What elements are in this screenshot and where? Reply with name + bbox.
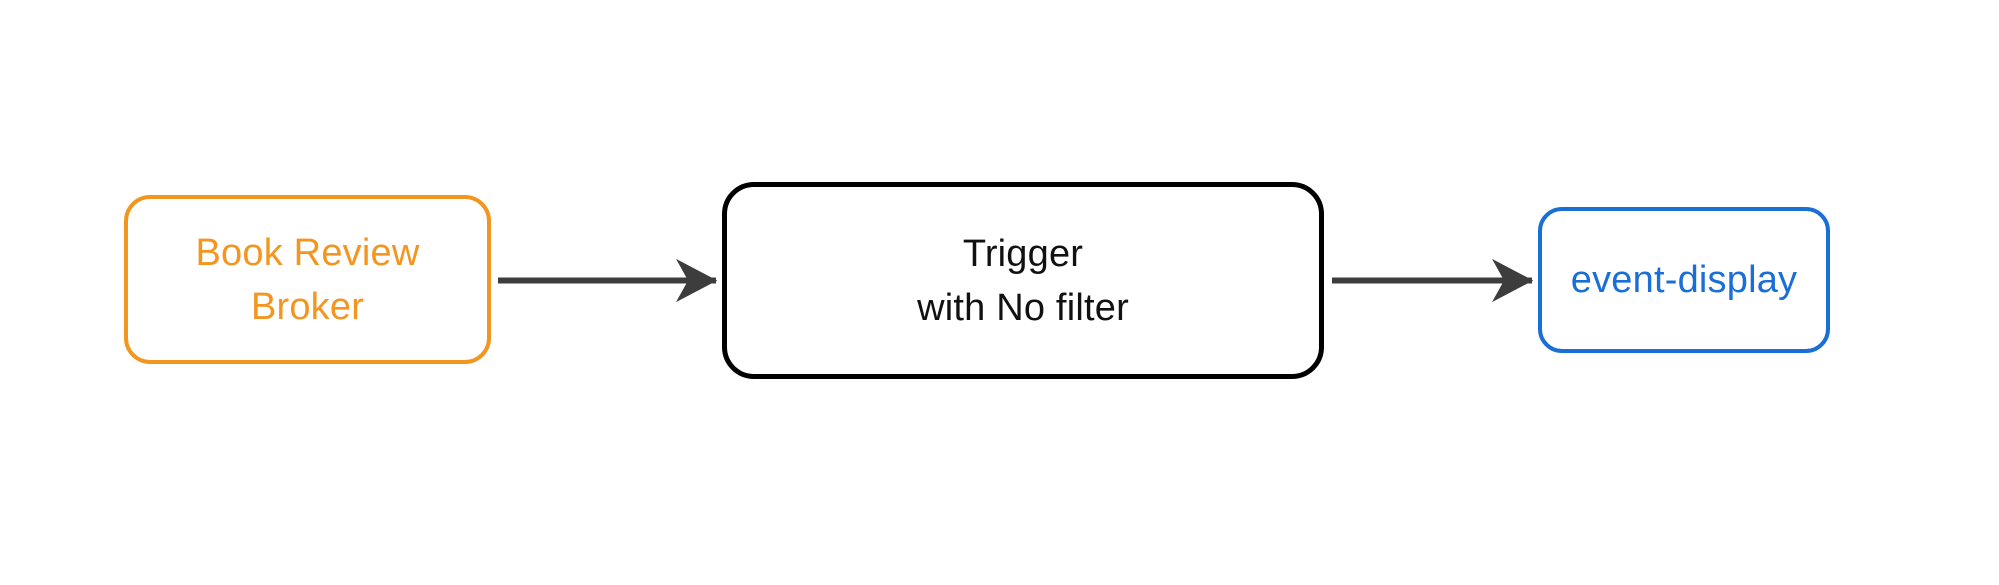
node-event-display-label: event-display <box>1570 259 1798 301</box>
node-trigger-no-filter-label: Trigger with No filter <box>917 232 1129 329</box>
node-book-review-broker-label: Book Review Broker <box>195 231 420 328</box>
node-event-display: event-display <box>1538 207 1830 353</box>
node-trigger-no-filter: Trigger with No filter <box>722 182 1324 379</box>
node-book-review-broker: Book Review Broker <box>124 195 491 364</box>
